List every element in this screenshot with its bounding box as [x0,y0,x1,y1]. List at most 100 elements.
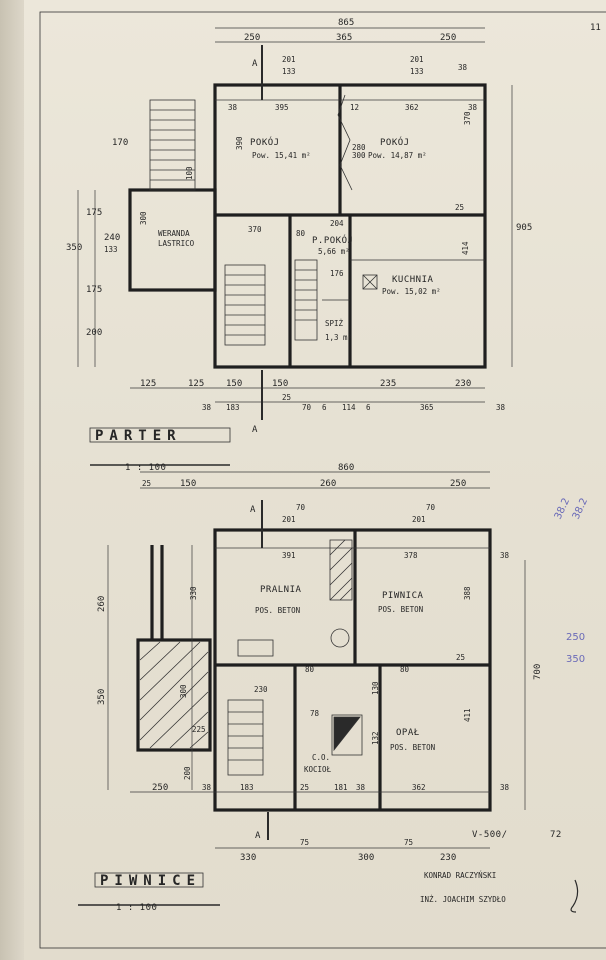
piwnice-label-80a: 80 [305,665,315,674]
piwnice-side-block [136,638,212,752]
parter-dim-bottom2-7: 365 [420,403,434,412]
parter-dim-bottom2-3: 70 [302,403,312,412]
parter-dim-top2-3: 133 [410,67,424,76]
parter-label-80: 80 [296,229,306,238]
piwnice-dim-bottom-7: 38 [500,783,510,792]
parter-label-414: 414 [461,241,470,255]
pencil-note-1: 250 [566,632,585,643]
pencil-note-4: 38.2 [571,496,590,521]
parter-label-370b: 370 [248,225,262,234]
piwnice-dim-bottom-5: 38 [356,783,366,792]
parter-label-204: 204 [330,219,344,228]
piwnice-dim-bottom-4: 181 [334,783,348,792]
parter-label-370: 370 [463,111,472,125]
parter-dim-top2-1: 133 [282,67,296,76]
parter-dim-bottom-1: 125 [188,379,204,389]
parter-dim-bottom2-4: 6 [322,403,327,412]
parter-plan: POKÓJ Pow. 15,41 m² POKÓJ Pow. 14,87 m² … [66,18,532,435]
drawing-number: V-500/ [472,830,508,840]
parter-dim-total: 865 [338,18,354,28]
parter-dim-top2-2: 201 [410,55,424,64]
piwnice-dim-left-5: 200 [183,766,192,780]
piwnice-room-3-area: POS. BETON [390,743,435,752]
piwnice-dim-bottom2-3: 75 [404,838,413,847]
parter-title: PARTER [95,428,182,444]
parter-room-4-area: Pow. 15,02 m² [382,287,441,296]
piwnice-room-2-area: POS. BETON [378,605,423,614]
parter-label-280: 280 [352,143,366,152]
parter-label-300: 300 [139,211,148,225]
parter-section-mark-top: A [252,59,258,69]
parter-dim-top-1: 365 [336,33,352,43]
piwnice-label-132: 132 [371,731,380,745]
piwnice-title-box [94,872,204,888]
parter-dim-left-2: 175 [86,285,102,295]
piwnice-dim-bottom2-4: 230 [440,853,456,863]
piwnice-dim-bottom2-2: 300 [358,853,374,863]
parter-dim-top2-4: 38 [458,63,468,72]
parter-dim-inner-2: 12 [350,103,359,112]
piwnice-dim-inner-1: 378 [404,551,418,560]
piwnice-dim-total: 860 [338,463,354,473]
parter-dim-bottom2-5: 114 [342,403,356,412]
piwnice-dim-left-2: 350 [97,689,107,705]
pencil-note-2: 350 [566,654,585,665]
piwnice-dim-left-0: 330 [189,586,198,600]
piwnice-room-3-name: OPAŁ [396,728,420,738]
piwnice-plan: PRALNIA POS. BETON PIWNICA POS. BETON OP… [97,463,543,863]
piwnice-boiler [331,714,363,756]
signature-mark [570,879,579,913]
piwnice-dim-top2-1: 201 [282,515,296,524]
piwnice-room-2-name: PIWNICA [382,591,424,601]
piwnice-dim-top2-2: 70 [426,503,436,512]
piwnice-dim-top-0: 25 [142,479,151,488]
piwnice-dim-left-1: 260 [97,596,107,612]
parter-room-2-area: Pow. 14,87 m² [368,151,427,160]
parter-dim-top-0: 250 [244,33,260,43]
parter-stairs [149,99,318,346]
parter-room-5-name: WERANDA [158,229,190,238]
parter-scale: 1 : 100 [125,463,166,473]
parter-dim-inner-1: 395 [275,103,289,112]
parter-room-1-name: POKÓJ [250,136,280,148]
parter-dim-left-1: 175 [86,208,102,218]
parter-door-swing [337,94,353,191]
parter-room-5-area: LASTRICO [158,239,195,248]
parter-room-3-name: P.POKÓJ [312,234,353,246]
piwnice-chimney-hatch [329,539,353,648]
parter-dim-bottom2-2: 25 [282,393,291,402]
parter-label-176: 176 [330,269,344,278]
piwnice-label-25: 25 [456,653,465,662]
parter-dim-bottom2-0: 38 [202,403,212,412]
pencil-note-3: 38.2 [553,496,572,521]
piwnice-room-1-area: POS. BETON [255,606,300,615]
parter-dim-right: 905 [516,223,532,233]
parter-dim-bottom-3: 150 [272,379,288,389]
parter-dim-bottom-5: 230 [455,379,471,389]
parter-room-1-area: Pow. 15,41 m² [252,151,311,160]
piwnice-outer-wall [213,528,492,812]
piwnice-scale: 1 : 100 [116,903,157,913]
piwnice-dim-top2-3: 201 [412,515,426,524]
piwnice-dim-bottom-0: 250 [152,783,168,793]
parter-dim-top2-0: 201 [282,55,296,64]
paper-edge [0,0,24,960]
parter-dim-left-4: 133 [104,245,118,254]
parter-label-170: 170 [112,138,128,148]
drawing-year: 72 [550,830,562,840]
parter-chimney-x [362,274,378,290]
parter-dim-bottom2-8: 38 [496,403,506,412]
parter-room-6-name: SPIŻ [325,319,344,328]
piwnice-dim-bottom-3: 25 [300,783,309,792]
piwnice-label-230: 230 [254,685,268,694]
piwnice-dim-left-3: 300 [179,684,188,698]
parter-dim-bottom-0: 125 [140,379,156,389]
piwnice-label-78: 78 [310,709,320,718]
piwnice-room-1-name: PRALNIA [260,585,302,595]
page-number: 11 [590,23,601,33]
piwnice-dim-inner-0: 391 [282,551,296,560]
piwnice-dim-top2-0: 70 [296,503,306,512]
piwnice-section-mark-top: A [250,505,256,515]
